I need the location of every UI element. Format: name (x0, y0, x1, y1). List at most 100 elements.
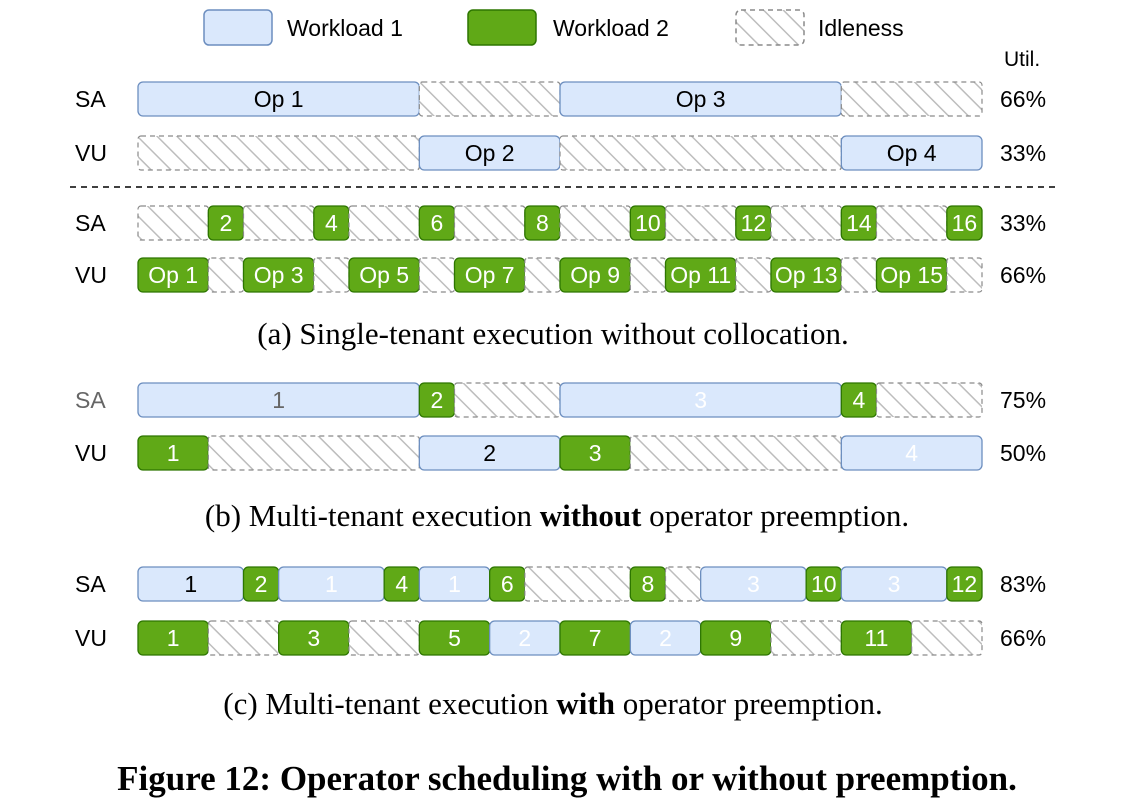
block-label: 1 (272, 387, 285, 413)
block-label: 11 (865, 625, 889, 651)
idle-block (875, 382, 983, 418)
block-label: 4 (395, 571, 408, 597)
idle-block (946, 257, 983, 293)
block-label: Op 4 (887, 140, 937, 166)
unit-label: SA (75, 86, 106, 112)
block-label: Op 1 (254, 86, 304, 112)
caption-fragment: operator preemption. (641, 498, 909, 533)
idle-block (453, 382, 561, 418)
row-c-vu-1: VU 66% 1 3 5 2 7 2 9 11 (75, 620, 1046, 656)
unit-label: VU (75, 140, 107, 166)
unit-label: VU (75, 440, 107, 466)
idle-block (348, 620, 420, 656)
caption-bold-fragment: with (556, 686, 615, 721)
legend-idleness-label: Idleness (818, 15, 904, 41)
idle-block (418, 81, 561, 117)
unit-label: SA (75, 571, 106, 597)
util-value: 33% (1000, 210, 1046, 236)
block-label: Op 11 (670, 262, 731, 288)
block-label: 6 (431, 210, 444, 236)
caption-b: (b) Multi-tenant execution without opera… (205, 498, 909, 533)
legend-item-idleness: Idleness (735, 9, 904, 46)
block-label: 3 (747, 571, 760, 597)
idle-block (559, 205, 631, 241)
block-label: 1 (325, 571, 338, 597)
idle-block (840, 81, 983, 117)
unit-label: SA (75, 387, 106, 413)
idle-block (559, 135, 842, 171)
block-label: 16 (952, 210, 978, 236)
legend-workload1-label: Workload 1 (287, 15, 403, 41)
workload2-block (946, 566, 983, 602)
block-label: Op 3 (254, 262, 304, 288)
block-label: Op 7 (465, 262, 515, 288)
idle-block (770, 620, 842, 656)
block-label: 10 (635, 210, 661, 236)
idle-block (524, 257, 561, 293)
block-label: 2 (659, 625, 672, 651)
idle-block (911, 620, 983, 656)
idle-block (348, 205, 420, 241)
idle-block (313, 257, 350, 293)
block-label: 1 (184, 571, 197, 597)
workload1-block (840, 135, 983, 171)
idle-block (664, 205, 737, 241)
idle-block (418, 257, 456, 293)
block-label: Op 2 (465, 140, 515, 166)
util-value: 33% (1000, 140, 1046, 166)
util-header: Util. (1004, 48, 1040, 71)
unit-label: VU (75, 625, 107, 651)
block-label: 12 (952, 571, 978, 597)
block-label: 2 (518, 625, 531, 651)
block-label: Op 15 (880, 262, 943, 288)
idle-block (207, 620, 280, 656)
block-label: 4 (325, 210, 338, 236)
block-label: 3 (307, 625, 320, 651)
idle-block (629, 435, 842, 471)
idle-block (840, 257, 878, 293)
block-label: 2 (431, 387, 444, 413)
block-label: 2 (220, 210, 233, 236)
figure-caption: Figure 12: Operator scheduling with or w… (117, 759, 1017, 798)
workload1-swatch (203, 9, 273, 46)
util-value: 66% (1000, 625, 1046, 651)
legend: Workload 1 Workload 2 Idleness (203, 9, 904, 46)
block-label: 4 (853, 387, 866, 413)
unit-label: SA (75, 210, 106, 236)
util-value: 50% (1000, 440, 1046, 466)
util-value: 83% (1000, 571, 1046, 597)
idle-block (207, 435, 420, 471)
idle-block (770, 205, 842, 241)
idle-block (524, 566, 631, 602)
block-label: 3 (589, 440, 602, 466)
block-label: 9 (729, 625, 742, 651)
block-label: 10 (811, 571, 837, 597)
block-label: 12 (741, 210, 767, 236)
idle-block (875, 205, 948, 241)
caption-c: (c) Multi-tenant execution with operator… (223, 686, 882, 721)
row-a-vu-1: VU 33% Op 2 Op 4 (75, 135, 1046, 171)
block-label: 1 (167, 440, 180, 466)
idle-block (207, 257, 245, 293)
caption-fragment: (b) Multi-tenant execution (205, 498, 540, 533)
idle-block (735, 257, 772, 293)
workload1-block (840, 435, 983, 471)
block-label: 3 (888, 571, 901, 597)
caption-fragment: (a) Single-tenant execution without coll… (257, 316, 848, 351)
block-label: Op 3 (676, 86, 726, 112)
idle-block (137, 135, 420, 171)
block-label: 1 (167, 625, 180, 651)
block-label: 7 (589, 625, 602, 651)
block-label: 1 (448, 571, 461, 597)
idleness-swatch (735, 9, 805, 46)
legend-item-workload2: Workload 2 (467, 9, 669, 46)
block-label: 5 (448, 625, 461, 651)
legend-workload2-label: Workload 2 (553, 15, 669, 41)
